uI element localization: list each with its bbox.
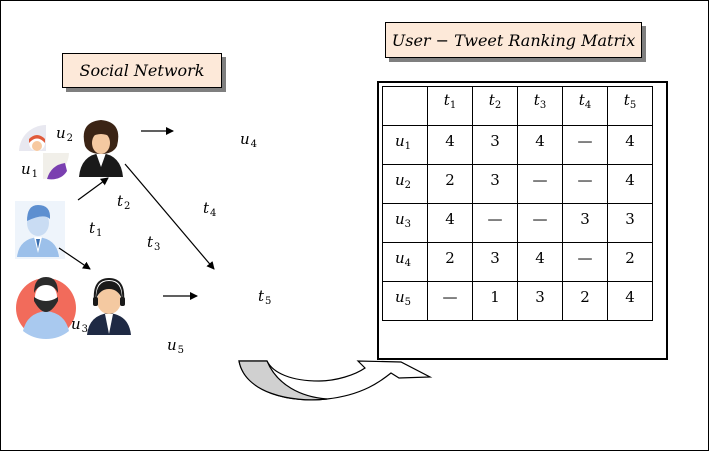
- matrix-cell: —: [562, 242, 608, 282]
- matrix-row-header: u1: [382, 125, 428, 165]
- label-u5: u5: [167, 336, 185, 356]
- matrix-cell: 1: [472, 281, 518, 321]
- label-t4: t4: [203, 199, 217, 219]
- matrix-title-text: User − Tweet Ranking Matrix: [391, 30, 636, 50]
- matrix-row-u2: u2 2 3 — — 4: [382, 164, 653, 204]
- ranking-matrix: t1 t2 t3 t4 t5 u1 4 3 4 — 4 u2 2 3 — — 4…: [382, 86, 653, 321]
- matrix-cell: 4: [517, 125, 563, 165]
- matrix-col-header: t2: [472, 86, 518, 126]
- matrix-header-row: t1 t2 t3 t4 t5: [382, 86, 653, 126]
- user-avatar-u1: [19, 125, 69, 180]
- arrow-to-u2: [77, 177, 109, 201]
- matrix-cell: 4: [427, 125, 473, 165]
- arrow-u2-to-u5: [124, 163, 215, 270]
- matrix-row-header: u3: [382, 203, 428, 243]
- label-u3: u3: [71, 315, 89, 335]
- matrix-title: User − Tweet Ranking Matrix: [385, 22, 642, 58]
- matrix-cell: 3: [472, 125, 518, 165]
- arrow-to-u3: [58, 247, 91, 270]
- matrix-cell: 4: [517, 242, 563, 282]
- matrix-cell: —: [472, 203, 518, 243]
- user-avatar-u3-right: [87, 277, 131, 335]
- label-t1: t1: [89, 219, 103, 239]
- social-network-title: Social Network: [62, 53, 222, 88]
- matrix-row-u1: u1 4 3 4 — 4: [382, 125, 653, 165]
- matrix-cell: 3: [472, 164, 518, 204]
- matrix-col-header: t5: [607, 86, 653, 126]
- social-network-title-text: Social Network: [79, 61, 205, 80]
- user-avatar-blue: [15, 201, 65, 259]
- matrix-row-u3: u3 4 — — 3 3: [382, 203, 653, 243]
- matrix-row-header: u2: [382, 164, 428, 204]
- matrix-cell: 2: [607, 242, 653, 282]
- matrix-cell: 2: [427, 242, 473, 282]
- matrix-cell: 4: [607, 164, 653, 204]
- matrix-col-header: t4: [562, 86, 608, 126]
- label-u4: u4: [240, 130, 258, 150]
- matrix-corner-cell: [382, 86, 428, 126]
- label-t5: t5: [258, 287, 272, 307]
- matrix-cell: —: [427, 281, 473, 321]
- matrix-cell: 4: [427, 203, 473, 243]
- matrix-row-header: u5: [382, 281, 428, 321]
- label-u1: u1: [21, 160, 39, 180]
- matrix-cell: 3: [562, 203, 608, 243]
- label-u2: u2: [56, 124, 74, 144]
- matrix-cell: 2: [427, 164, 473, 204]
- user-avatar-u3-left: [16, 277, 76, 339]
- label-t2: t2: [117, 192, 131, 212]
- matrix-cell: 4: [607, 281, 653, 321]
- matrix-col-header: t1: [427, 86, 473, 126]
- matrix-cell: —: [517, 164, 563, 204]
- matrix-col-header: t3: [517, 86, 563, 126]
- matrix-cell: —: [562, 125, 608, 165]
- matrix-cell: 3: [472, 242, 518, 282]
- matrix-row-header: u4: [382, 242, 428, 282]
- user-avatar-u2: [79, 120, 123, 177]
- matrix-cell: 2: [562, 281, 608, 321]
- matrix-cell: 3: [517, 281, 563, 321]
- matrix-cell: —: [517, 203, 563, 243]
- label-t3: t3: [147, 233, 161, 253]
- matrix-row-u5: u5 — 1 3 2 4: [382, 281, 653, 321]
- matrix-cell: —: [562, 164, 608, 204]
- matrix-cell: 4: [607, 125, 653, 165]
- matrix-cell: 3: [607, 203, 653, 243]
- matrix-row-u4: u4 2 3 4 — 2: [382, 242, 653, 282]
